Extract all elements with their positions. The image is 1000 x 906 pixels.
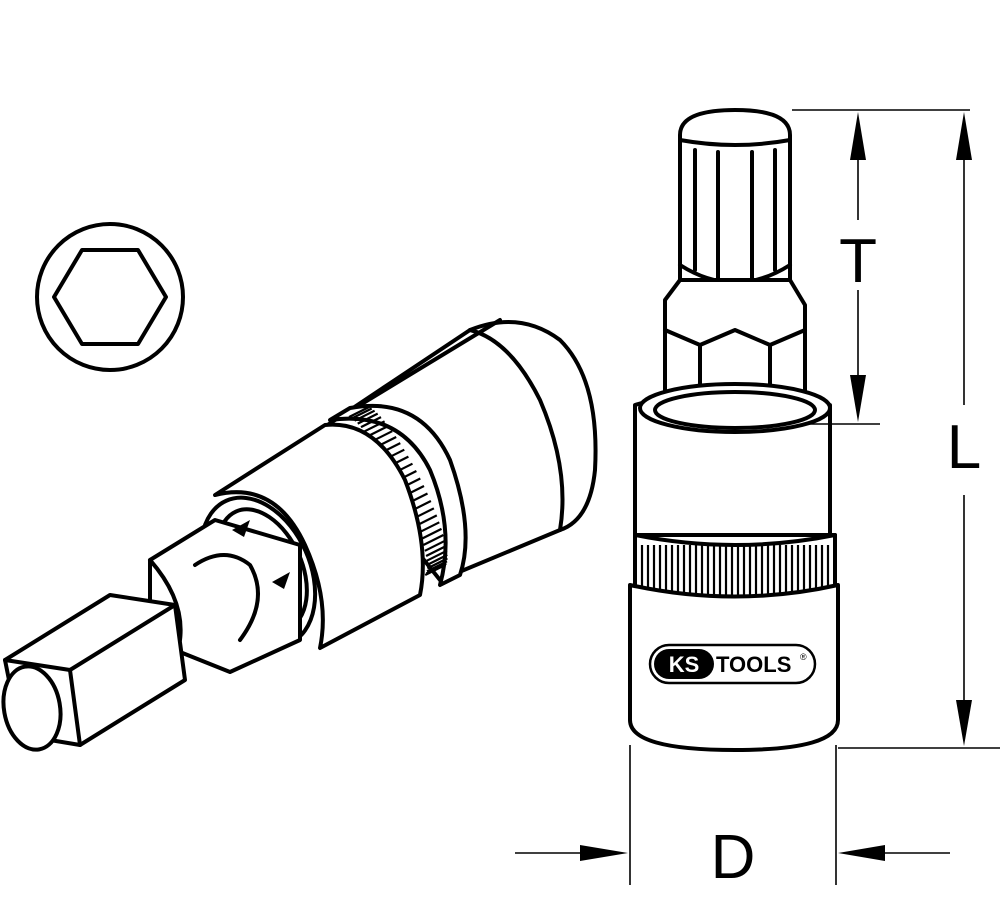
logo-suffix: TOOLS bbox=[716, 652, 791, 677]
dimension-D: D bbox=[515, 745, 950, 892]
knurl-line bbox=[421, 527, 442, 540]
upright-socket-body bbox=[633, 382, 832, 537]
knurl-line bbox=[425, 545, 447, 557]
knurl-line bbox=[424, 564, 446, 576]
knurl-line bbox=[422, 534, 444, 546]
dimension-L-label: L bbox=[947, 413, 981, 482]
logo-registered-mark: ® bbox=[800, 652, 807, 662]
knurl-line bbox=[348, 406, 370, 418]
knurl-line bbox=[364, 420, 386, 433]
knurl-line bbox=[418, 521, 440, 534]
knurl-line bbox=[426, 560, 448, 573]
ks-tools-logo: KS TOOLS ® bbox=[648, 643, 817, 685]
dimension-D-label: D bbox=[711, 823, 756, 892]
knurl-line bbox=[426, 553, 448, 566]
knurl-line bbox=[360, 416, 382, 429]
hex-profile-icon bbox=[35, 222, 185, 372]
knurl-line bbox=[354, 409, 376, 422]
upright-hex-bit bbox=[678, 108, 792, 292]
knurl-line bbox=[426, 557, 448, 570]
knurl-line bbox=[357, 412, 379, 425]
dimension-T-label: T bbox=[839, 227, 877, 296]
angled-socket-bit bbox=[1, 318, 598, 752]
knurl-line bbox=[424, 539, 446, 552]
dimension-L: L bbox=[838, 112, 1000, 749]
dimension-T: T bbox=[792, 109, 970, 425]
knurl-line bbox=[351, 407, 373, 420]
upright-socket-bit: KS TOOLS ® bbox=[628, 108, 840, 752]
logo-prefix: KS bbox=[669, 652, 700, 677]
knurl-line bbox=[426, 549, 448, 562]
knurl-line bbox=[367, 425, 389, 437]
angled-hex-bit-tip bbox=[1, 593, 187, 752]
